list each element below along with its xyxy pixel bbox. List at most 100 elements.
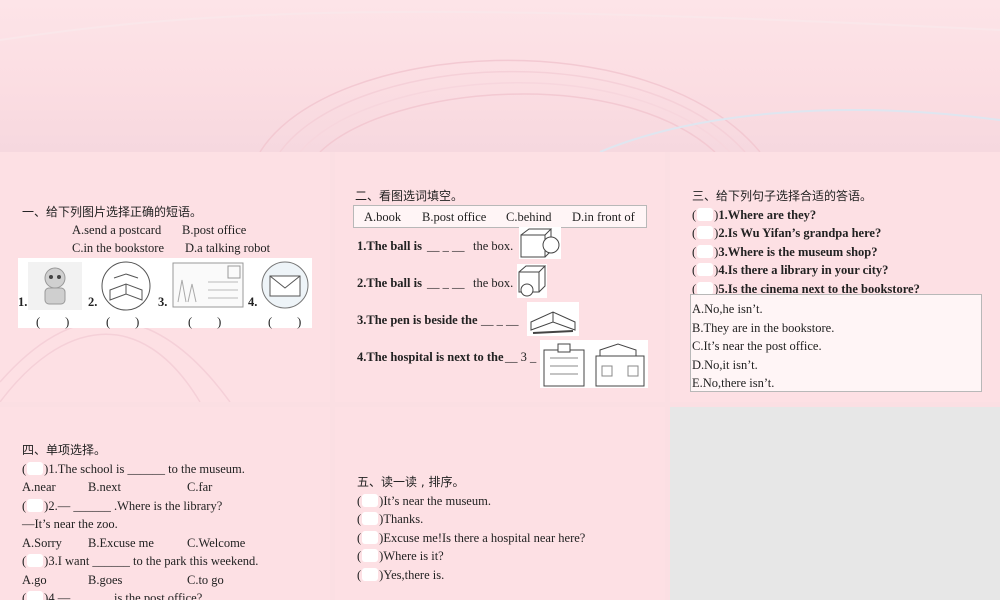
answer-paren[interactable] bbox=[697, 208, 714, 221]
answer-option: B.They are in the bookstore. bbox=[692, 321, 835, 335]
item-tail: the box. bbox=[473, 276, 514, 290]
question-text: 1.The school is ______ to the museum. bbox=[48, 462, 245, 476]
answer-paren[interactable] bbox=[27, 499, 44, 512]
answer-paren[interactable] bbox=[27, 554, 44, 567]
picture-number: 1. bbox=[18, 295, 28, 309]
answer-paren[interactable]: ( ) bbox=[188, 315, 222, 329]
question-text: 3.I want ______ to the park this weekend… bbox=[48, 554, 259, 568]
answer-paren[interactable]: ( ) bbox=[106, 315, 140, 329]
section2-panel: 二、看图选词填空。 A.book B.post office C.behind … bbox=[335, 152, 665, 402]
answer-option: D.No,it isn’t. bbox=[692, 358, 758, 372]
fill-blank-1[interactable]: __ _ __ bbox=[427, 239, 465, 253]
word-bank-item: B.post office bbox=[422, 210, 487, 224]
mc-option: C.Welcome bbox=[187, 536, 246, 550]
fill-blank-2[interactable]: __ _ __ bbox=[427, 276, 465, 290]
section4-title: 四、单项选择。 bbox=[22, 443, 107, 457]
fill-blank-4[interactable]: __ 3 _ bbox=[505, 350, 537, 364]
empty-panel bbox=[670, 407, 1000, 600]
question-row: ()3.Where is the museum shop? bbox=[692, 245, 878, 259]
answer-option: A.No,he isn’t. bbox=[692, 302, 763, 316]
answer-option: E.No,there isn’t. bbox=[692, 376, 775, 390]
header-background bbox=[0, 0, 1000, 152]
option-a: A.send a postcard bbox=[72, 223, 162, 237]
answer-box: A.No,he isn’t. B.They are in the booksto… bbox=[690, 294, 982, 392]
fill-item-4: 4.The hospital is next to the bbox=[357, 349, 504, 365]
word-bank: A.book B.post office C.behind D.in front… bbox=[353, 205, 647, 228]
word-bank-item: A.book bbox=[364, 210, 402, 224]
order-paren[interactable] bbox=[362, 494, 379, 507]
option-b: B.post office bbox=[182, 223, 247, 237]
mc-question: ()4.— ______ is the post office? bbox=[22, 590, 202, 600]
word-bank-item: C.behind bbox=[506, 210, 552, 224]
order-line: ()Excuse me!Is there a hospital near her… bbox=[357, 531, 586, 545]
question-row: ()1.Where are they? bbox=[692, 208, 817, 222]
mc-option: C.to go bbox=[187, 573, 224, 587]
answer-paren[interactable] bbox=[27, 462, 44, 475]
item-text: 4.The hospital is next to the bbox=[357, 350, 504, 364]
mc-option: A.near bbox=[22, 480, 56, 494]
mc-option: B.goes bbox=[88, 573, 123, 587]
mc-option: B.next bbox=[88, 480, 121, 494]
answer-paren[interactable] bbox=[697, 226, 714, 239]
question-text: 2.— ______ .Where is the library? bbox=[48, 499, 223, 513]
line-text: Yes,there is. bbox=[383, 568, 445, 582]
mc-option: C.far bbox=[187, 480, 213, 494]
order-paren[interactable] bbox=[362, 549, 379, 562]
mc-question: ()2.— ______ .Where is the library? bbox=[22, 499, 223, 513]
question-text: 4.Is there a library in your city? bbox=[718, 263, 889, 277]
question-text: 3.Where is the museum shop? bbox=[718, 245, 878, 259]
fill-item-3: 3.The pen is beside the bbox=[357, 312, 478, 328]
answer-paren[interactable] bbox=[27, 591, 44, 600]
option-c: C.in the bookstore bbox=[72, 241, 165, 255]
answer-paren[interactable] bbox=[697, 263, 714, 276]
box-ball-icon bbox=[519, 227, 561, 259]
item-text: 2.The ball is bbox=[357, 276, 422, 290]
envelope-icon bbox=[261, 261, 309, 309]
picture-number: 2. bbox=[88, 295, 98, 309]
option-d: D.a talking robot bbox=[185, 241, 271, 255]
question-text: 4.— ______ is the post office? bbox=[48, 591, 203, 600]
answer-paren[interactable]: ( ) bbox=[36, 315, 70, 329]
order-paren[interactable] bbox=[362, 568, 379, 581]
section1-panel: 一、给下列图片选择正确的短语。 A.send a postcard B.post… bbox=[0, 152, 330, 402]
mc-option: B.Excuse me bbox=[88, 536, 154, 550]
order-line: ()Yes,there is. bbox=[357, 568, 445, 582]
mc-option: A.go bbox=[22, 573, 47, 587]
item-tail: the box. bbox=[473, 239, 514, 253]
section5-panel: 五、读一读 , 排序。 ()It’s near the museum. ()Th… bbox=[335, 407, 665, 600]
box-ball-icon bbox=[517, 264, 547, 298]
robot-icon bbox=[28, 262, 82, 310]
order-line: ()Where is it? bbox=[357, 549, 444, 563]
mc-question: ()1.The school is ______ to the museum. bbox=[22, 462, 245, 476]
answer-paren[interactable]: ( ) bbox=[268, 315, 302, 329]
question-row: ()2.Is Wu Yifan’s grandpa here? bbox=[692, 226, 882, 240]
section5-title: 五、读一读 , 排序。 bbox=[357, 475, 465, 489]
fill-blank-3[interactable]: __ _ __ bbox=[481, 313, 519, 327]
word-bank-item: D.in front of bbox=[572, 210, 635, 224]
question-text: 1.Where are they? bbox=[718, 208, 817, 222]
answer-paren[interactable] bbox=[697, 245, 714, 258]
order-paren[interactable] bbox=[362, 531, 379, 544]
order-line: ()It’s near the museum. bbox=[357, 494, 491, 508]
mc-question: ()3.I want ______ to the park this weeke… bbox=[22, 554, 259, 568]
line-text: It’s near the museum. bbox=[383, 494, 491, 508]
question-text: 2.Is Wu Yifan’s grandpa here? bbox=[718, 226, 882, 240]
item-text: 1.The ball is bbox=[357, 239, 422, 253]
postcard-icon bbox=[172, 262, 244, 308]
question-row: ()5.Is the cinema next to the bookstore? bbox=[692, 282, 920, 296]
answer-paren[interactable] bbox=[697, 282, 714, 295]
picture-strip: 1. ( ) 2. ( ) 3. ( ) 4. bbox=[18, 258, 312, 329]
line-text: Where is it? bbox=[383, 549, 444, 563]
item-text: 3.The pen is beside the bbox=[357, 313, 478, 327]
book-icon bbox=[101, 261, 151, 311]
section2-title: 二、看图选词填空。 bbox=[355, 189, 464, 203]
picture-number: 3. bbox=[158, 295, 168, 309]
question-row: ()4.Is there a library in your city? bbox=[692, 263, 889, 277]
question-text: 5.Is the cinema next to the bookstore? bbox=[718, 282, 920, 296]
hospital-postoffice-icon bbox=[540, 340, 648, 388]
dialog-reply: —It’s near the zoo. bbox=[22, 517, 118, 531]
fill-item-2: 2.The ball is bbox=[357, 275, 422, 291]
wave-decoration bbox=[0, 10, 1000, 152]
section4-panel: 四、单项选择。 ()1.The school is ______ to the … bbox=[0, 407, 330, 600]
order-paren[interactable] bbox=[362, 512, 379, 525]
